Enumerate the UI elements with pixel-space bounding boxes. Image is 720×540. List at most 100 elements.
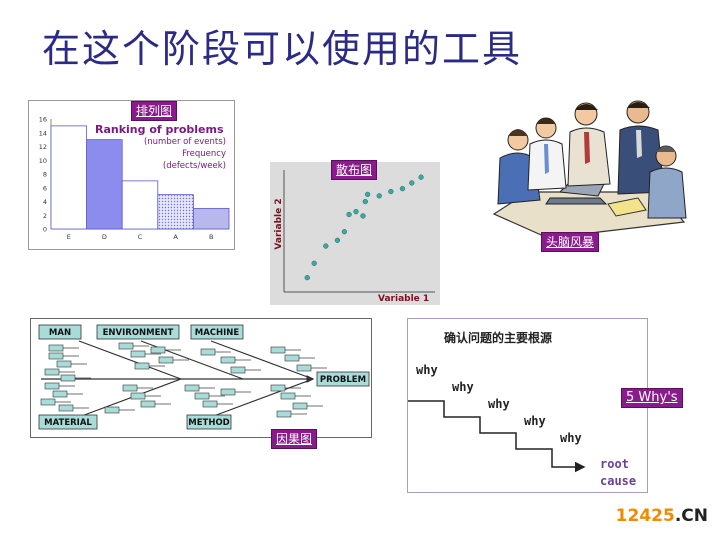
five-whys-title: 确认问题的主要根源: [444, 331, 553, 345]
pareto-subtitle-line-3: (defects/week): [162, 161, 226, 171]
pareto-tag[interactable]: 排列图: [131, 101, 178, 121]
pareto-bar: [50, 125, 87, 230]
fishbone-cause-box: [220, 356, 236, 364]
fishbone-cause-box: [140, 400, 156, 408]
five-whys-staircase: [408, 400, 586, 473]
pareto-chart-title: Ranking of problems: [95, 123, 224, 136]
fishbone-cause-box: [280, 392, 296, 400]
brainstorm-tag[interactable]: 头脑风暴: [541, 232, 600, 252]
pareto-x-tick-label: B: [209, 233, 213, 241]
fishbone-cause-box: [56, 360, 72, 368]
brainstorm-clipart: [492, 100, 687, 239]
scatter-point: [346, 211, 352, 218]
fishbone-cause-box: [200, 348, 216, 356]
pareto-x-tick-label: E: [67, 233, 71, 241]
pareto-bar: [157, 194, 194, 230]
why-step-5: why: [560, 431, 582, 445]
scatter-point: [399, 186, 406, 192]
fishbone-label-method: METHOD: [188, 418, 229, 428]
scatter-point: [353, 208, 359, 215]
scatter-chart: Variable 1 Variable 2: [270, 162, 440, 305]
fishbone-cause-box: [60, 374, 76, 382]
scatter-point: [376, 193, 382, 199]
fishbone-cause-box: [48, 352, 64, 360]
pareto-y-tick-label: 12: [39, 143, 47, 151]
pareto-subtitle-line-1: (number of events): [143, 137, 226, 147]
scatter-point: [409, 180, 415, 186]
fishbone-cause-box: [270, 346, 286, 354]
pareto-subtitle-line-2: Frequency: [182, 149, 226, 159]
fishbone-cause-box: [52, 390, 68, 398]
pareto-bar: [86, 139, 123, 230]
scatter-point: [388, 188, 394, 195]
fishbone-cause-box: [104, 406, 120, 414]
root-cause-line-2: cause: [600, 474, 637, 488]
fishbone-cause-box: [44, 382, 60, 390]
fishbone-cause-box: [194, 392, 210, 400]
fishbone-tag[interactable]: 因果图: [271, 429, 318, 449]
fishbone-cause-box: [270, 384, 286, 392]
fishbone-diagram: MAN ENVIRONMENT MACHINE PROBLEM MATERIAL…: [30, 318, 372, 438]
fishbone-label-man: MAN: [49, 328, 71, 338]
scatter-chart-svg: Variable 1 Variable 2: [274, 170, 435, 304]
site-watermark: 12425.CN: [616, 506, 708, 526]
watermark-number: 12425: [615, 506, 675, 526]
pareto-x-tick-label: A: [173, 233, 178, 241]
pareto-bar: [192, 207, 230, 230]
fishbone-cause-box: [296, 364, 312, 372]
fishbone-cause-box: [158, 356, 174, 364]
why-step-4: why: [524, 414, 546, 428]
fishbone-cause-box: [58, 404, 74, 412]
fishbone-cause-box: [292, 402, 308, 410]
scatter-x-label: Variable 1: [378, 294, 429, 304]
fishbone-label-material: MATERIAL: [44, 418, 92, 428]
slide-title: 在这个阶段可以使用的工具: [42, 27, 523, 71]
fishbone-cause-box: [184, 384, 200, 392]
scatter-point: [304, 274, 310, 281]
scatter-point: [364, 191, 371, 198]
scatter-tag[interactable]: 散布图: [331, 160, 378, 180]
fishbone-cause-box: [276, 410, 292, 418]
fishbone-cause-box: [230, 366, 246, 374]
pareto-y-tick-label: 6: [43, 184, 47, 192]
fishbone-cause-box: [40, 398, 56, 406]
scatter-point: [360, 213, 366, 219]
fishbone-cause-box: [130, 392, 146, 400]
why-step-1: why: [416, 363, 438, 377]
fishbone-cause-box: [150, 346, 166, 354]
five-whys-tag[interactable]: 5 Why's: [621, 388, 683, 408]
fishbone-cause-box: [220, 388, 236, 396]
pareto-bar: [121, 180, 159, 230]
pareto-y-tick-label: 2: [43, 212, 47, 220]
pareto-y-tick-label: 4: [43, 198, 47, 206]
pareto-y-tick-label: 0: [43, 226, 47, 234]
why-step-3: why: [488, 397, 510, 411]
pareto-y-tick-label: 16: [39, 116, 47, 124]
scatter-point: [334, 237, 341, 243]
brainstorm-illustration: [488, 92, 688, 244]
scatter-point: [311, 260, 317, 266]
root-cause-line-1: root: [600, 457, 629, 471]
why-step-2: why: [452, 380, 474, 394]
scatter-point: [418, 174, 424, 180]
scatter-point: [323, 243, 329, 249]
fishbone-cause-box: [118, 342, 134, 350]
pareto-y-tick-label: 8: [43, 171, 47, 179]
five-whys-diagram: 确认问题的主要根源 why why why why why root cause: [407, 318, 648, 493]
fishbone-label-problem: PROBLEM: [320, 375, 366, 385]
fishbone-cause-box: [134, 362, 150, 370]
scatter-point: [362, 198, 368, 205]
pareto-x-tick-label: C: [138, 233, 143, 241]
watermark-domain: .CN: [674, 506, 708, 526]
fishbone-label-machine: MACHINE: [195, 328, 240, 338]
fishbone-cause-box: [44, 368, 60, 376]
fishbone-cause-box: [48, 344, 64, 352]
fishbone-label-environment: ENVIRONMENT: [103, 328, 174, 338]
pareto-y-tick-label: 14: [39, 129, 47, 137]
fishbone-cause-box: [284, 354, 300, 362]
scatter-point: [341, 229, 348, 235]
fishbone-cause-box: [130, 350, 146, 358]
fishbone-diagram-svg: MAN ENVIRONMENT MACHINE PROBLEM MATERIAL…: [38, 324, 370, 430]
